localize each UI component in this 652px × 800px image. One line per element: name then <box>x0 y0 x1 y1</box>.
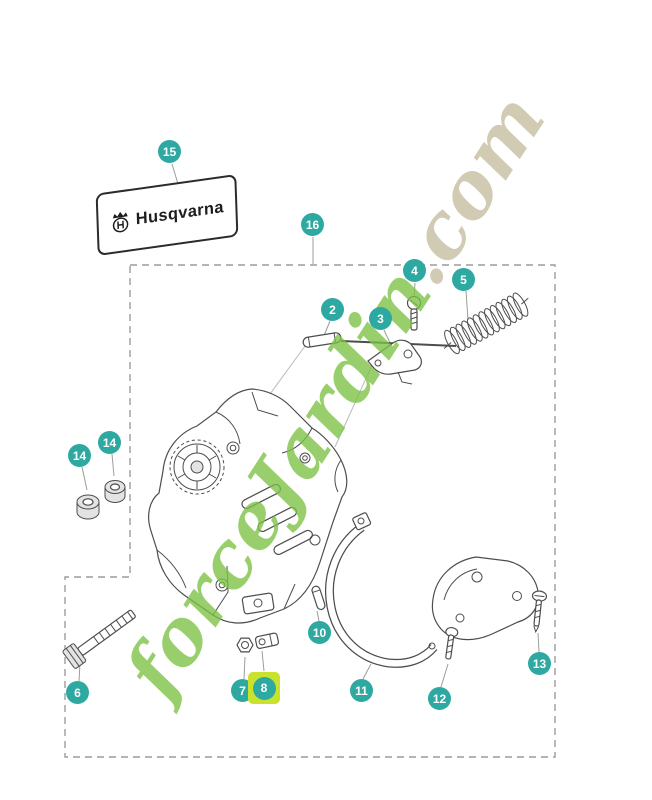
callout-7-label: 7 <box>239 683 246 698</box>
callout-2[interactable]: 2 <box>321 298 344 321</box>
diagram-frame <box>64 264 556 758</box>
part-nut-left-a <box>76 494 100 520</box>
part-guard-plate <box>431 556 539 641</box>
husqvarna-brand-text: Husqvarna <box>135 197 225 228</box>
part-screw-right <box>531 590 548 634</box>
callout-16-label: 16 <box>305 217 320 232</box>
part-screw-plate <box>445 626 459 660</box>
callout-8-label: 8 <box>260 681 268 695</box>
callout-14-left-label: 14 <box>72 448 87 463</box>
callout-5-label: 5 <box>460 272 467 287</box>
callout-11-label: 11 <box>355 683 368 698</box>
callout-13-label: 13 <box>532 656 547 671</box>
callout-12[interactable]: 12 <box>428 687 451 710</box>
callout-13[interactable]: 13 <box>528 652 551 675</box>
callout-11[interactable]: 11 <box>350 679 373 702</box>
callout-2-label: 2 <box>329 302 336 317</box>
husqvarna-label: Husqvarna <box>95 173 239 257</box>
callout-16[interactable]: 16 <box>301 213 324 236</box>
callout-4-label: 4 <box>411 263 418 278</box>
part-screw-top <box>406 295 422 331</box>
part-brake-lever <box>367 339 422 385</box>
callout-8[interactable]: 8 <box>252 676 276 700</box>
callout-4[interactable]: 4 <box>403 259 426 282</box>
part-brake-band <box>325 512 438 668</box>
callout-14-right-label: 14 <box>102 435 117 450</box>
callout-15-label: 15 <box>162 144 177 159</box>
callout-6[interactable]: 6 <box>66 681 89 704</box>
part-nut-left-b <box>104 480 126 503</box>
part-nut <box>236 637 254 653</box>
husqvarna-crown-logo <box>112 211 128 233</box>
callout-10[interactable]: 10 <box>308 621 331 644</box>
part-bolt <box>62 609 136 669</box>
part-clutch-cover <box>148 388 348 624</box>
callout-3[interactable]: 3 <box>369 307 392 330</box>
callout-15[interactable]: 15 <box>158 140 181 163</box>
callout-12-label: 12 <box>432 691 447 706</box>
part-pin-small <box>311 585 326 611</box>
callout-8-highlight: 8 <box>248 672 280 704</box>
callout-10-label: 10 <box>312 625 327 640</box>
part-spring <box>443 292 529 355</box>
chain-sprocket <box>169 439 225 495</box>
callout-5[interactable]: 5 <box>452 268 475 291</box>
part-pin <box>302 332 342 348</box>
callout-14-left[interactable]: 14 <box>68 444 91 467</box>
part-clip <box>254 632 280 649</box>
callout-14-right[interactable]: 14 <box>98 431 121 454</box>
callout-6-label: 6 <box>74 685 81 700</box>
callout-3-label: 3 <box>377 311 384 326</box>
